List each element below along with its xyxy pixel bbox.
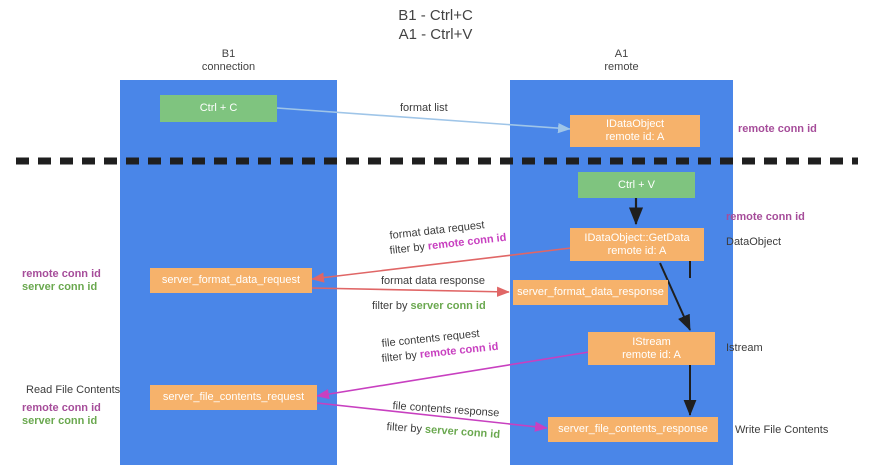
box-server-format-data-request-label: server_format_data_request [161, 274, 301, 286]
box-server-format-data-response-label: server_format_data_response [517, 286, 664, 298]
box-getdata[interactable]: IDataObject::GetData remote id: A [570, 228, 704, 261]
box-istream[interactable]: IStream remote id: A [588, 332, 715, 365]
side-label-left-remote-conn-id: remote conn id [22, 268, 101, 280]
box-idataobject-title: IDataObject [605, 118, 665, 130]
filter-prefix: filter by [389, 240, 429, 257]
box-server-file-contents-request[interactable]: server_file_contents_request [150, 385, 317, 410]
box-istream-subtitle: remote id: A [622, 348, 681, 361]
side-label-remote-conn-id-top: remote conn id [738, 123, 817, 135]
label-format-list: format list [400, 102, 448, 114]
box-idataobject[interactable]: IDataObject remote id: A [570, 115, 700, 147]
box-ctrl-c-label: Ctrl + C [199, 102, 238, 114]
box-server-format-data-request[interactable]: server_format_data_request [150, 268, 312, 293]
side-label-read-file-contents: Read File Contents [26, 384, 121, 396]
box-idataobject-subtitle: remote id: A [605, 131, 665, 143]
box-ctrl-v-label: Ctrl + V [618, 178, 655, 191]
label-format-data-response: format data response [381, 275, 485, 287]
filter-prefix: filter by [372, 300, 411, 312]
side-label-left-server-conn-id: server conn id [22, 281, 98, 293]
lane-header-a1: A1 remote [604, 48, 639, 73]
box-server-file-contents-request-label: server_file_contents_request [162, 391, 305, 403]
side-label-remote-conn-id-mid: remote conn id [726, 211, 805, 223]
box-server-file-contents-response-label: server_file_contents_response [558, 423, 708, 435]
side-label-bottom-remote-conn-id: remote conn id [22, 402, 101, 414]
arrow-format-data-response [311, 286, 510, 297]
side-label-dataobject: DataObject [726, 236, 782, 248]
side-label-istream: Istream [726, 342, 763, 354]
box-ctrl-c[interactable]: Ctrl + C [160, 95, 277, 122]
filter-key-server-conn-id: server conn id [424, 423, 501, 441]
lane-header-b1: B1 connection [201, 48, 256, 73]
box-istream-title: IStream [632, 335, 671, 348]
box-ctrl-v[interactable]: Ctrl + V [578, 172, 695, 198]
label-file-contents-response-filter: filter by server conn id [386, 421, 500, 442]
box-getdata-subtitle: remote id: A [607, 244, 667, 257]
filter-prefix: filter by [386, 421, 426, 436]
page-title: B1 - Ctrl+C A1 - Ctrl+V [398, 7, 473, 43]
filter-key-server-conn-id: server conn id [410, 300, 486, 312]
label-format-data-response-filter: filter by server conn id [372, 300, 486, 313]
label-file-contents-response: file contents response [392, 400, 500, 420]
side-label-write-file-contents: Write File Contents [735, 424, 829, 436]
filter-prefix: filter by [381, 348, 421, 365]
box-getdata-title: IDataObject::GetData [584, 231, 690, 244]
side-label-bottom-server-conn-id: server conn id [22, 415, 98, 427]
box-server-file-contents-response[interactable]: server_file_contents_response [548, 417, 718, 442]
box-server-format-data-response[interactable]: server_format_data_response [513, 280, 668, 305]
